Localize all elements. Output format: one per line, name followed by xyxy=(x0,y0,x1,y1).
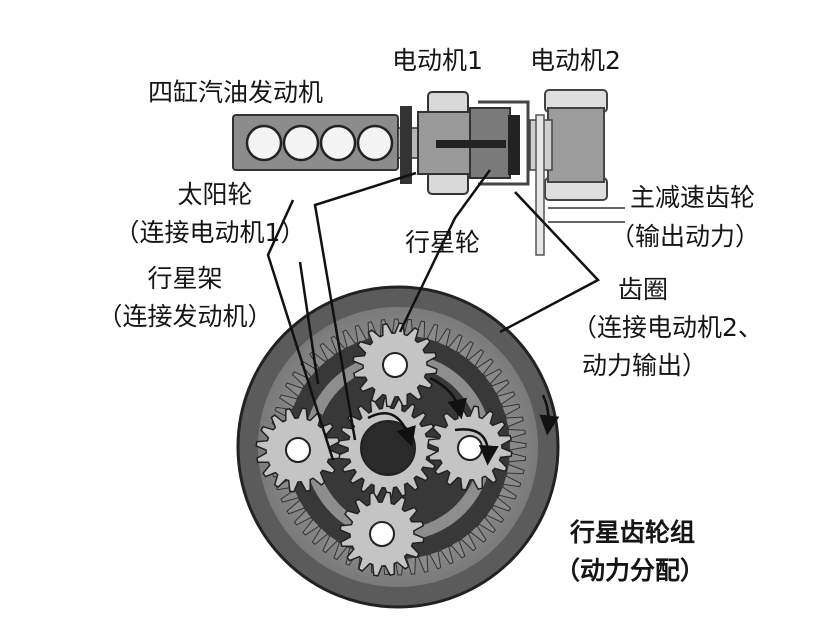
label-gearset-note: （动力分配） xyxy=(555,556,706,585)
label-carrier-note: （连接发动机） xyxy=(97,302,273,331)
label-sun-gear: 太阳轮 xyxy=(177,180,253,209)
label-ring-gear: 齿圈 xyxy=(618,275,669,304)
label-reduction-gear-note: （输出动力） xyxy=(610,222,761,251)
label-motor-2: 电动机2 xyxy=(530,46,621,75)
motor-1 xyxy=(417,91,520,195)
leader-carrier-2 xyxy=(298,261,320,385)
rotation-arrows xyxy=(367,376,560,466)
planet-gear-right xyxy=(427,405,513,491)
label-carrier: 行星架 xyxy=(147,264,223,293)
planet-gear-bottom-hub xyxy=(369,521,395,547)
label-motor-1: 电动机1 xyxy=(392,46,483,75)
leader-ring-gear xyxy=(499,191,601,334)
label-ring-gear-note-1: （连接电动机2、 xyxy=(572,313,763,342)
planet-gear-right-hub xyxy=(457,435,483,461)
motor-2 xyxy=(478,89,625,256)
planet-gear-left-hub xyxy=(285,437,311,463)
planet-gear-top xyxy=(352,322,438,408)
sun-gear xyxy=(337,397,439,499)
label-engine: 四缸汽油发动机 xyxy=(148,78,324,107)
planet-gear-top-hub xyxy=(382,352,408,378)
planetary-gear-set xyxy=(236,285,560,609)
planet-gear-bottom xyxy=(339,491,425,577)
leader-lines xyxy=(266,169,601,461)
leader-planet-gear xyxy=(398,169,492,333)
leader-sun-gear xyxy=(266,199,335,461)
label-reduction-gear: 主减速齿轮 xyxy=(630,183,756,212)
engine-block xyxy=(232,106,439,184)
leader-carrier xyxy=(313,171,417,441)
label-ring-gear-note-2: 动力输出） xyxy=(582,351,708,380)
label-sun-gear-note: （连接电动机1） xyxy=(114,218,306,247)
label-gearset-title: 行星齿轮组 xyxy=(570,518,696,547)
label-planet-gear: 行星轮 xyxy=(405,228,481,257)
